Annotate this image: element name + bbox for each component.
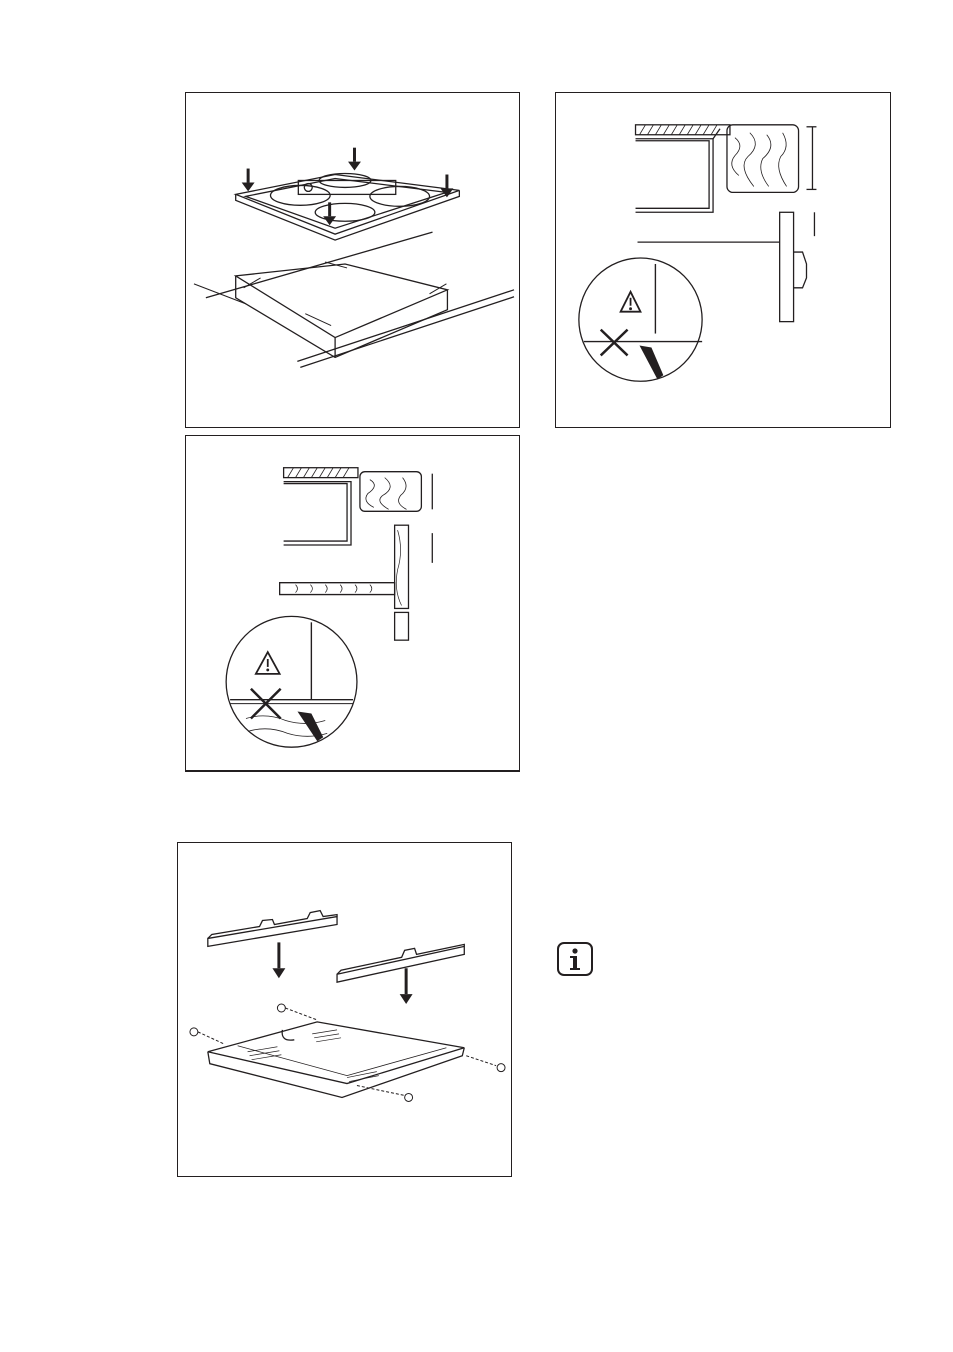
worktop-edge-door-figure (555, 92, 891, 428)
hob-installation-figure (185, 92, 520, 428)
worktop-edge-with-shelf-warning-illustration (186, 436, 519, 770)
information-icon (556, 941, 594, 977)
protection-box-figure (177, 842, 512, 1177)
worktop-edge-shelf-figure (185, 435, 520, 772)
hob-into-cutout-illustration (186, 93, 519, 427)
bottom-protection-box-assembly-illustration (178, 843, 511, 1176)
worktop-edge-with-door-warning-illustration (556, 93, 890, 427)
